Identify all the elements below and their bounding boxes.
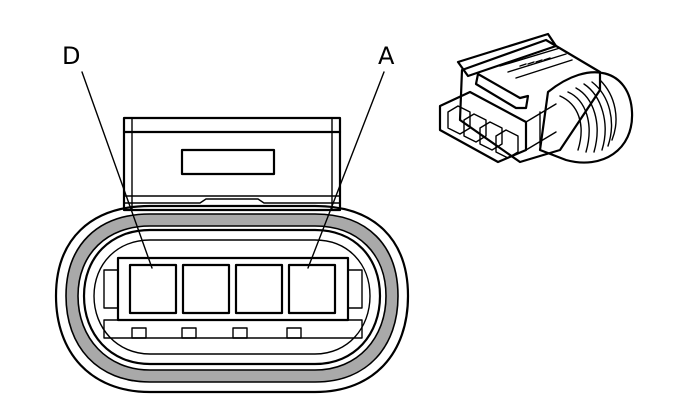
iso-cavity-3 (479, 121, 503, 151)
insert-step-left (103, 269, 119, 309)
tab-outline (122, 116, 342, 212)
cavity-a (287, 263, 337, 315)
connector-face-view: D A (54, 42, 410, 394)
terminal-insert (103, 256, 363, 339)
notch-a (286, 327, 302, 339)
notch-d (131, 327, 147, 339)
iso-rear-boot (538, 71, 634, 164)
notch-c (181, 327, 197, 339)
iso-cavity-4 (495, 129, 519, 159)
iso-latch-ramp (499, 47, 573, 79)
insert-bottom-band (103, 319, 363, 339)
insert-step-right (347, 269, 363, 309)
housing-shadow-ring (65, 213, 399, 383)
iso-top-latch (456, 32, 558, 78)
cavity-d (128, 263, 178, 315)
leader-line-a (307, 71, 385, 269)
notch-b (232, 327, 248, 339)
iso-side-panel (525, 103, 557, 151)
terminal-cavities (128, 263, 337, 315)
iso-front-cavities (447, 105, 519, 159)
locking-tab (122, 116, 342, 212)
tab-window (180, 148, 276, 176)
cavity-c (181, 263, 231, 315)
iso-cavity-1 (447, 105, 471, 135)
insert-outline (116, 256, 350, 322)
tab-ridge-2 (123, 198, 341, 204)
connector-isometric-view (438, 32, 634, 164)
housing-outer-edge (54, 204, 410, 394)
iso-cavity-2 (463, 113, 487, 143)
cavity-notches (131, 327, 302, 339)
iso-latch-teeth (519, 57, 551, 67)
cavity-b (234, 263, 284, 315)
iso-boot-ribs (559, 79, 617, 153)
housing-inner-rim (82, 228, 382, 366)
iso-latch-arm (474, 72, 530, 110)
leader-lines (81, 71, 385, 269)
housing-seal-line (93, 239, 371, 355)
pin-label-a: A (378, 42, 395, 70)
pin-label-d: D (62, 42, 80, 70)
outer-housing (54, 204, 410, 394)
leader-line-d (81, 71, 153, 269)
